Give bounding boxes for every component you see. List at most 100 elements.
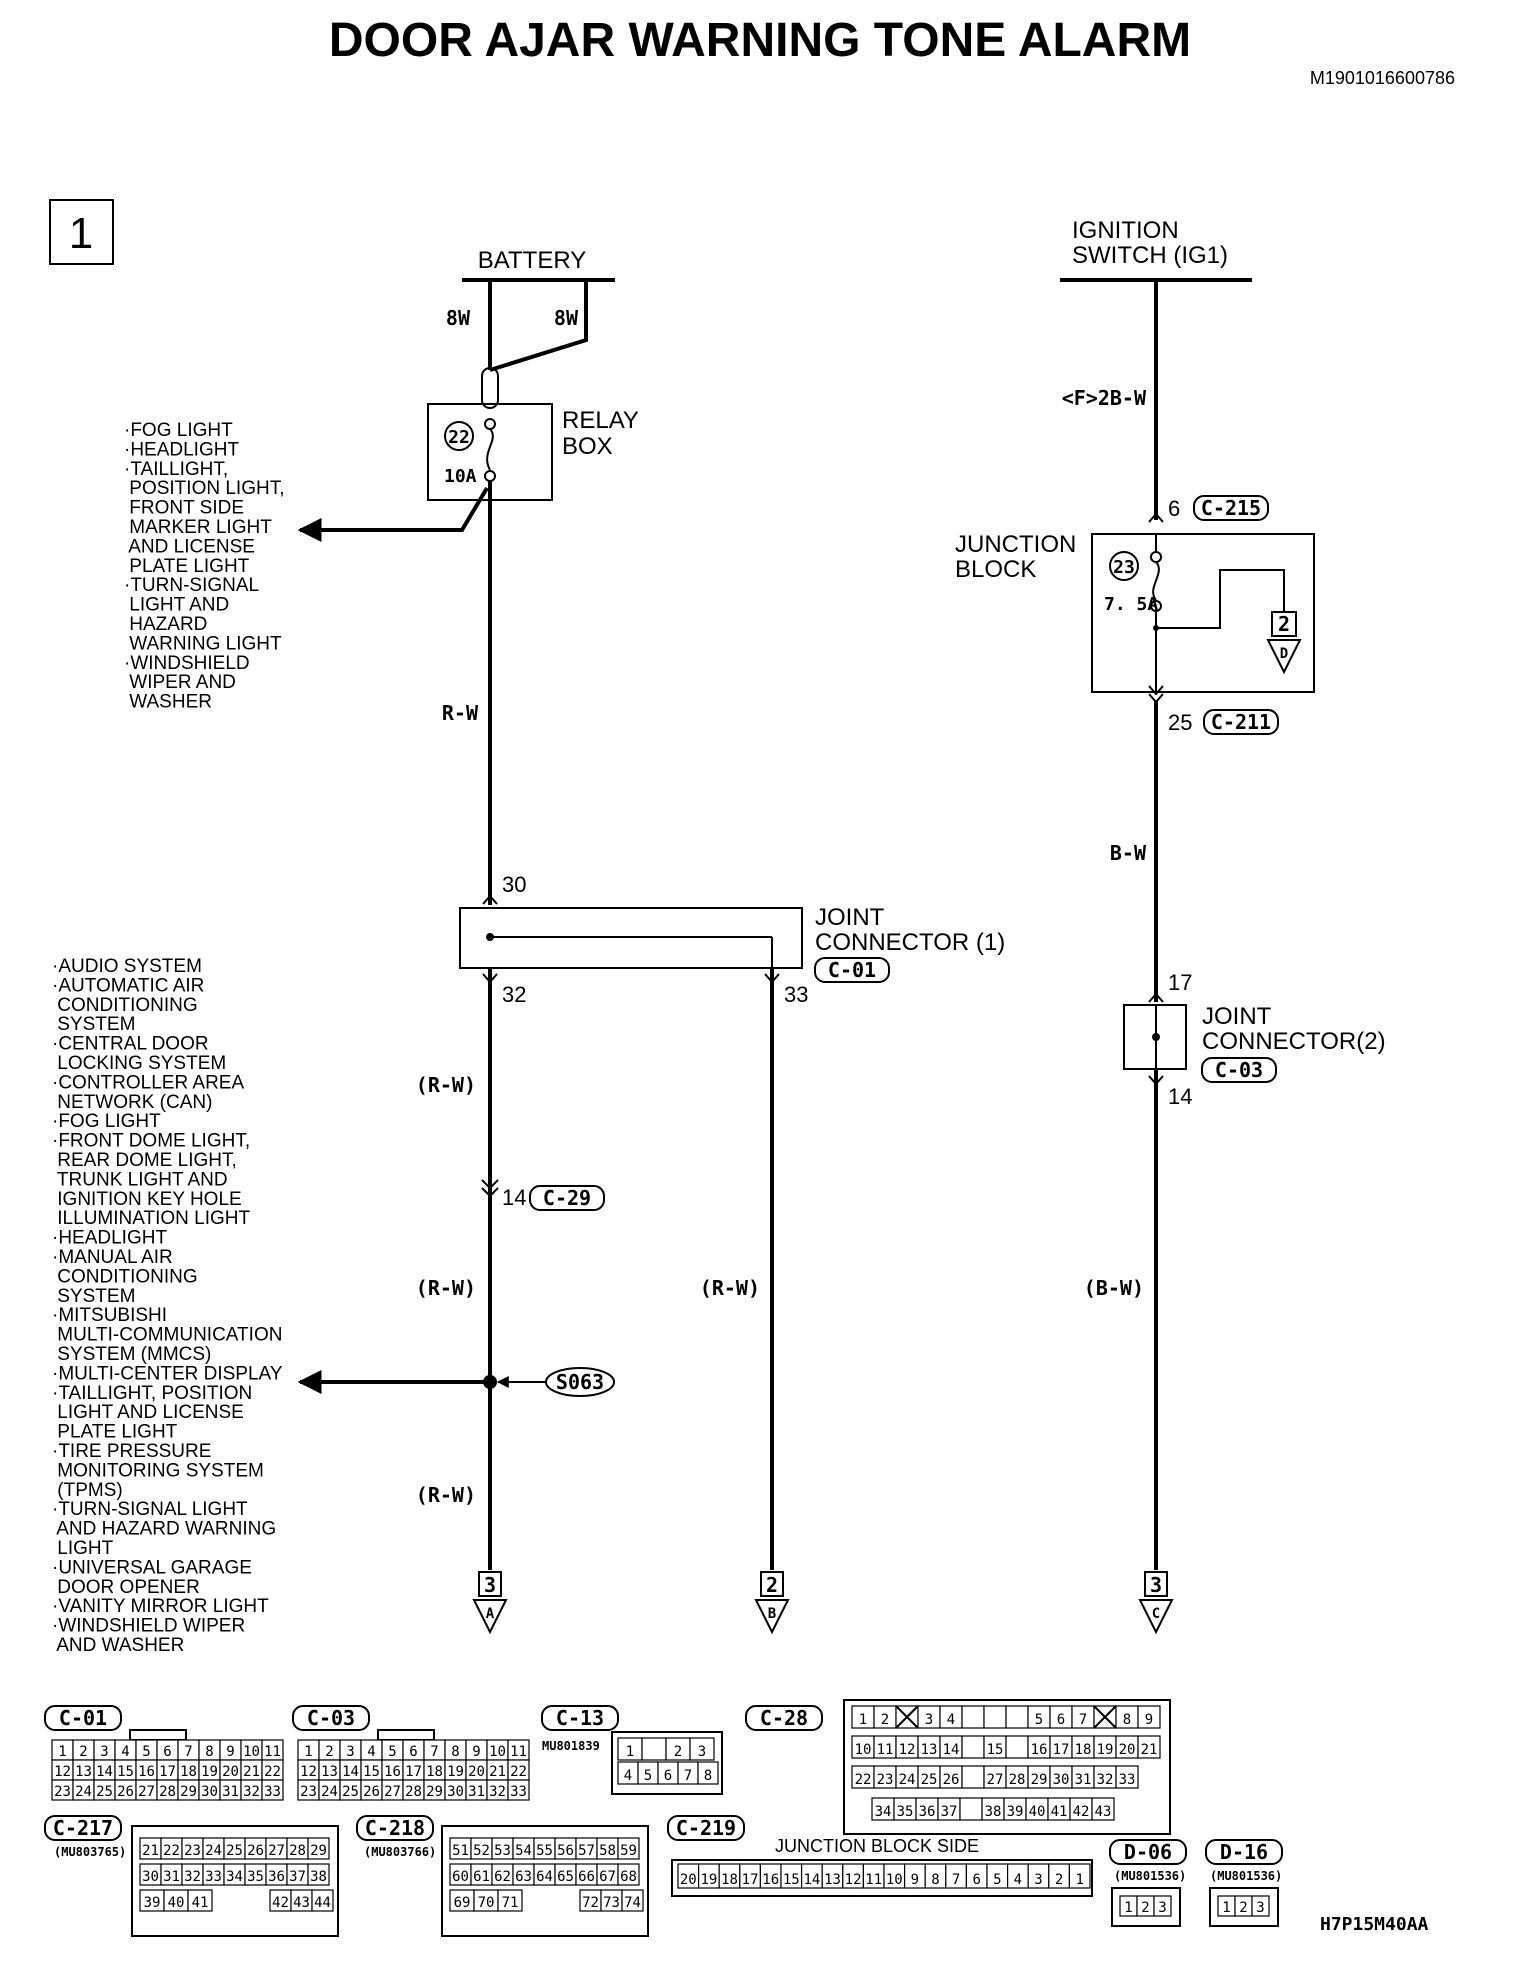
c03-pin-number: 30 xyxy=(447,1784,464,1800)
c28-pin-number: 33 xyxy=(1119,1772,1136,1788)
fuse-22-rating: 10A xyxy=(444,466,477,487)
c218-pin-number: 60 xyxy=(452,1869,469,1885)
splice-branch-list: ·AUDIO SYSTEM·AUTOMATIC AIR CONDITIONING… xyxy=(52,956,283,1656)
c28-pin-number: 22 xyxy=(855,1772,872,1788)
left-lower-wire-label-1: (R-W) xyxy=(416,1073,476,1097)
list-line: DOOR OPENER xyxy=(52,1577,200,1598)
list-line: ·TURN-SIGNAL LIGHT xyxy=(52,1499,248,1520)
c28-pin-number: 3 xyxy=(925,1712,933,1728)
battery-wire-left-label: 8W xyxy=(446,306,471,330)
c28-pin-number: 20 xyxy=(1119,1742,1136,1758)
c01-pin-number: 30 xyxy=(201,1784,218,1800)
c217-pin-number: 39 xyxy=(144,1895,161,1911)
c28-pin-cell xyxy=(1005,1735,1029,1759)
d06-tag xyxy=(1109,1839,1187,1865)
ignition-wire-label: <F>2B-W xyxy=(1062,386,1147,410)
c01-pin-number: 28 xyxy=(159,1784,176,1800)
c218-pin-cell xyxy=(497,1889,523,1912)
c28-pin-cell xyxy=(959,1797,983,1821)
c01-pin-number: 1 xyxy=(58,1744,66,1760)
c218-part-number: (MU803766) xyxy=(364,1845,436,1859)
c03-pin-number: 11 xyxy=(510,1744,527,1760)
d16-tag xyxy=(1205,1839,1283,1865)
list-line: ·TIRE PRESSURE xyxy=(52,1441,211,1462)
c218-pin-number: 54 xyxy=(515,1843,532,1859)
c28-pin-number: 42 xyxy=(1073,1804,1090,1820)
c218-label: C-218 xyxy=(365,1816,425,1840)
c219-pin-number: 2 xyxy=(1055,1872,1063,1888)
junction-block xyxy=(1091,533,1315,693)
c217-pin-number: 25 xyxy=(226,1843,243,1859)
jb-in-connector: C-215 xyxy=(1201,496,1261,520)
c28-pin-cell xyxy=(983,1705,1007,1729)
c218-pin-number: 51 xyxy=(452,1843,469,1859)
c01-label: C-01 xyxy=(59,1706,107,1730)
c28-pin-number: 43 xyxy=(1095,1804,1112,1820)
c03-pin-number: 17 xyxy=(405,1764,422,1780)
c03-label: C-03 xyxy=(307,1706,355,1730)
c13-pin-cell xyxy=(697,1761,719,1785)
c03-pin-number: 10 xyxy=(489,1744,506,1760)
c28-pin-number: 35 xyxy=(897,1804,914,1820)
c28-pin-number: 12 xyxy=(899,1742,916,1758)
c13-pin-number: 6 xyxy=(664,1768,672,1784)
c01-pin-number: 24 xyxy=(75,1784,92,1800)
offpage-B-letter: B xyxy=(768,1606,776,1622)
c29-connector-id: C-29 xyxy=(543,1186,591,1210)
c28-pin-number: 13 xyxy=(921,1742,938,1758)
ignition-label-1: IGNITION xyxy=(1072,217,1179,244)
c01-pin-number: 12 xyxy=(54,1764,71,1780)
jb-offpage-arrow xyxy=(1266,639,1302,675)
d16-pin-number: 2 xyxy=(1239,1900,1247,1916)
fuse-23-rating: 7. 5A xyxy=(1104,594,1158,615)
figure-code: H7P15M40AA xyxy=(1320,1914,1429,1935)
jc2-label-2: CONNECTOR(2) xyxy=(1202,1028,1386,1055)
list-line: ·AUDIO SYSTEM xyxy=(52,956,202,977)
c01-pin-number: 23 xyxy=(54,1784,71,1800)
c28-pin-number: 30 xyxy=(1053,1772,1070,1788)
c219-pin-number: 16 xyxy=(762,1872,779,1888)
c217-pin-cell xyxy=(311,1889,334,1912)
jb-offpage-box xyxy=(1271,611,1297,637)
c217-pin-number: 27 xyxy=(268,1843,285,1859)
list-line: ·FOG LIGHT xyxy=(124,420,233,441)
c219-pin-number: 14 xyxy=(803,1872,820,1888)
c217-pin-cell xyxy=(187,1889,213,1912)
c217-pin-number: 22 xyxy=(163,1843,180,1859)
c218-pin-number: 66 xyxy=(578,1869,595,1885)
c28-pin-number: 8 xyxy=(1123,1712,1131,1728)
c01-pin-number: 32 xyxy=(243,1784,260,1800)
jc1-in-chevron xyxy=(482,894,498,905)
c03-pin-number: 23 xyxy=(300,1784,317,1800)
list-line: MULTI-COMMUNICATION xyxy=(52,1325,282,1346)
c218-pin-cell xyxy=(617,1837,640,1860)
list-line: MARKER LIGHT xyxy=(124,517,272,538)
list-line: ·WINDSHIELD WIPER xyxy=(52,1616,245,1637)
fuse-22-top-terminal xyxy=(484,418,496,430)
list-line: ·MULTI-CENTER DISPLAY xyxy=(52,1363,283,1384)
c219-pin-number: 1 xyxy=(1075,1872,1083,1888)
c218-tag xyxy=(356,1815,434,1841)
c217-housing xyxy=(131,1825,339,1937)
c218-pin-number: 58 xyxy=(599,1843,616,1859)
offpage-A-arrow xyxy=(472,1599,508,1635)
c217-pin-cell xyxy=(307,1837,330,1860)
c01-pin-number: 33 xyxy=(264,1784,281,1800)
offpage-A-box xyxy=(478,1571,502,1597)
c29-pin: 14 xyxy=(502,1185,526,1210)
c01-pin-number: 15 xyxy=(117,1764,134,1780)
c28-pin-number: 38 xyxy=(985,1804,1002,1820)
c28-blank-cross xyxy=(895,1705,919,1729)
battery-wire-right-label: 8W xyxy=(554,306,579,330)
list-line: ·HEADLIGHT xyxy=(52,1228,167,1249)
relay-box-label-2: BOX xyxy=(562,433,613,460)
relay-branch-wire xyxy=(297,486,489,542)
c03-pin-number: 8 xyxy=(451,1744,459,1760)
jc1-pin-out-right: 33 xyxy=(784,982,808,1007)
jc1-pin-out-left: 32 xyxy=(502,982,526,1007)
c13-pin-number: 5 xyxy=(644,1768,652,1784)
left-main-wire-label: R-W xyxy=(442,701,479,725)
c217-pin-number: 21 xyxy=(142,1843,159,1859)
list-line: SYSTEM xyxy=(52,1286,135,1307)
